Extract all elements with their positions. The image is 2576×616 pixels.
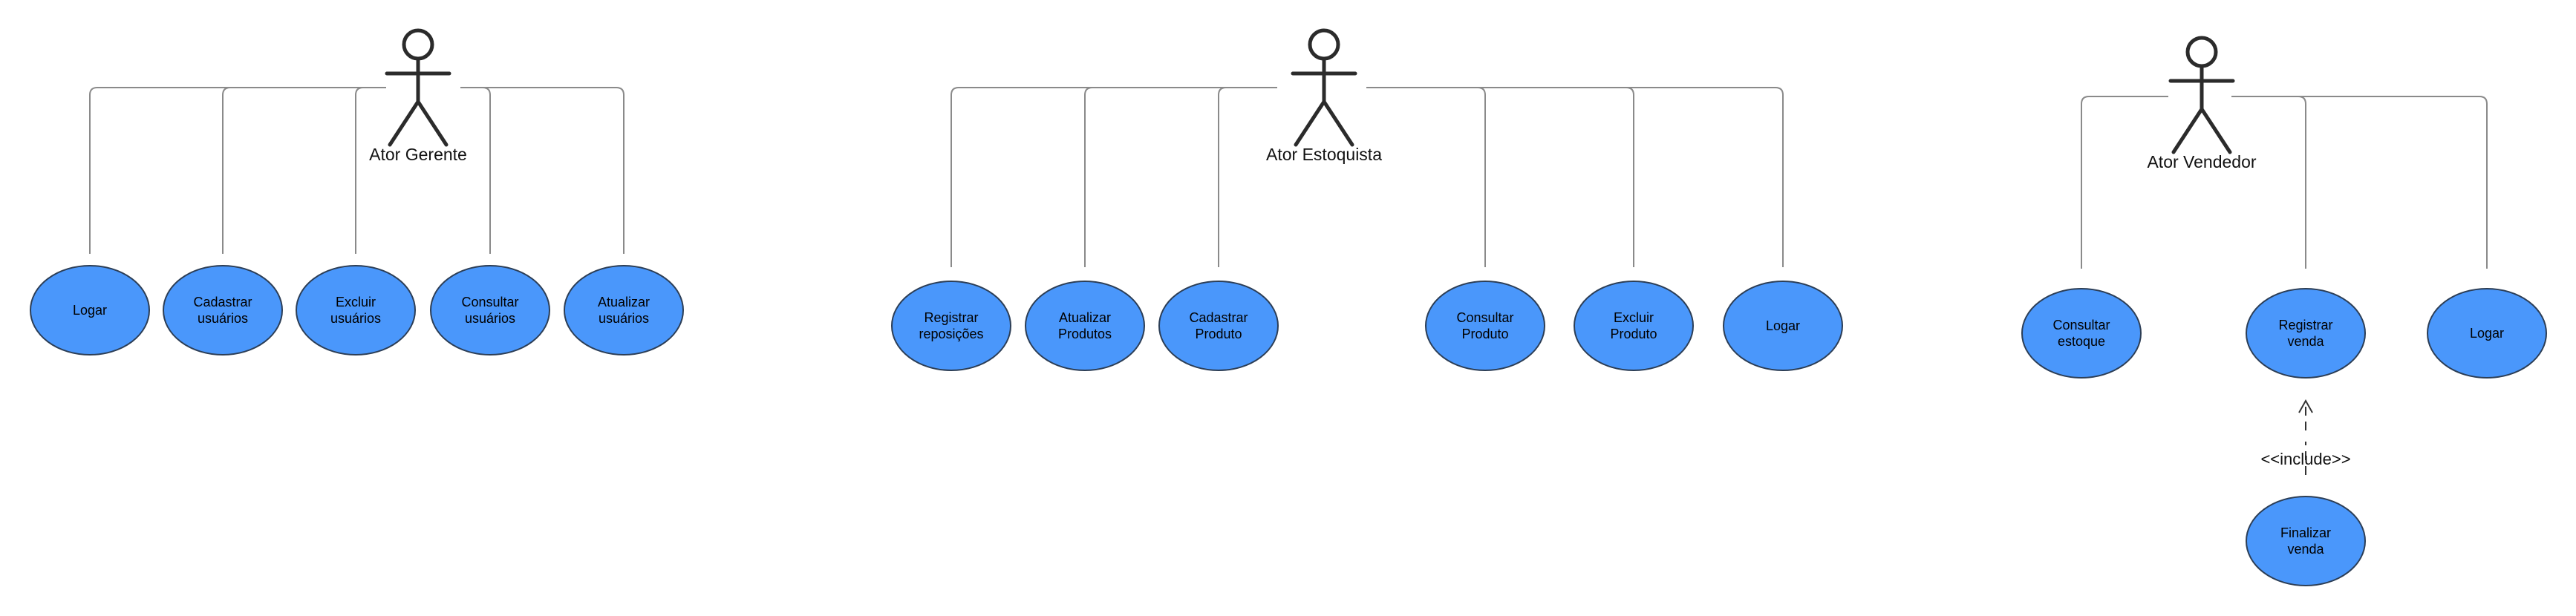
use-case-ellipse xyxy=(1723,281,1843,371)
association-line xyxy=(460,87,491,254)
stick-figure-icon xyxy=(385,28,451,147)
association-line xyxy=(2231,96,2488,269)
use-case-excluir-usuarios[interactable]: Excluir usuários xyxy=(296,265,416,355)
use-case-label: Produto xyxy=(1461,327,1508,341)
include-label: <<include>> xyxy=(2260,450,2350,468)
use-case-ellipse xyxy=(1574,281,1694,371)
use-case-label: Atualizar xyxy=(1059,310,1111,325)
use-case-atualizar-usuarios[interactable]: Atualizar usuários xyxy=(564,265,684,355)
use-cases: LogarCadastrarusuáriosExcluirusuáriosCon… xyxy=(30,265,2547,586)
use-case-label: usuários xyxy=(465,311,515,326)
use-case-label: Cadastrar xyxy=(1189,310,1248,325)
use-case-label: Logar xyxy=(73,303,107,318)
actor-label: Ator Vendedor xyxy=(2147,152,2256,171)
use-case-label: Produto xyxy=(1195,327,1242,341)
use-case-ellipse xyxy=(2246,496,2366,586)
use-case-registrar-venda[interactable]: Registrar venda xyxy=(2246,288,2366,379)
use-case-label: Produto xyxy=(1610,327,1657,341)
association-line xyxy=(1218,87,1277,267)
association-line xyxy=(1084,87,1277,267)
use-case-label: Atualizar xyxy=(598,295,650,309)
association-line xyxy=(1366,87,1634,267)
use-case-label: usuários xyxy=(198,311,248,326)
use-case-label: reposições xyxy=(919,327,983,341)
use-case-label: Cadastrar xyxy=(193,295,252,309)
use-case-ellipse xyxy=(296,265,416,355)
use-case-ellipse xyxy=(2021,288,2142,379)
use-case-label: usuários xyxy=(330,311,381,326)
association-line xyxy=(1366,87,1486,267)
association-line xyxy=(222,87,386,254)
use-case-label: Excluir xyxy=(336,295,376,309)
actor-label: Ator Gerente xyxy=(369,145,467,164)
actors: Ator Gerente Ator Estoquista Ator Vendedor xyxy=(369,28,2257,171)
use-case-ellipse xyxy=(1025,281,1145,371)
use-case-ellipse xyxy=(891,281,1011,371)
use-case-ellipse xyxy=(1425,281,1545,371)
include-relationship: <<include>> xyxy=(2260,399,2351,475)
open-arrowhead-icon xyxy=(2298,399,2313,413)
use-case-label: venda xyxy=(2287,334,2324,349)
include-arrow: <<include>> xyxy=(2260,399,2351,475)
use-case-label: Logar xyxy=(1766,318,1800,333)
use-case-ellipse xyxy=(1158,281,1279,371)
use-case-label: estoque xyxy=(2058,334,2105,349)
use-case-ellipse xyxy=(163,265,283,355)
association-line xyxy=(460,87,625,254)
association-line xyxy=(950,87,1277,267)
use-case-label: Logar xyxy=(2470,326,2504,341)
use-case-ellipse xyxy=(2246,288,2366,379)
stick-figure-icon xyxy=(2168,36,2235,154)
use-case-ellipse xyxy=(2427,288,2547,379)
use-case-label: Excluir xyxy=(1614,310,1654,325)
use-case-label: Consultar xyxy=(461,295,518,309)
use-case-ellipse xyxy=(430,265,550,355)
use-case-cadastrar-usuarios[interactable]: Cadastrar usuários xyxy=(163,265,283,355)
association-line xyxy=(2081,96,2168,269)
actor-ator-gerente[interactable]: Ator Gerente xyxy=(369,28,467,164)
use-case-finalizar-venda[interactable]: Finalizar venda xyxy=(2246,496,2366,586)
use-case-consultar-usuarios[interactable]: Consultar usuários xyxy=(430,265,550,355)
association-line xyxy=(355,87,386,254)
use-case-consultar-estoque[interactable]: Consultar estoque xyxy=(2021,288,2142,379)
association-line xyxy=(2231,96,2306,269)
association-line xyxy=(89,87,386,254)
actor-ator-estoquista[interactable]: Ator Estoquista xyxy=(1266,28,1382,164)
use-case-label: Registrar xyxy=(924,310,978,325)
use-case-label: Consultar xyxy=(2052,318,2110,332)
use-case-label: usuários xyxy=(599,311,649,326)
use-case-label: venda xyxy=(2287,542,2324,557)
association-lines xyxy=(89,87,2488,269)
use-case-logar[interactable]: Logar xyxy=(30,265,150,355)
use-case-logar[interactable]: Logar xyxy=(1723,281,1843,371)
use-case-registrar-reposicoes[interactable]: Registrar reposições xyxy=(891,281,1011,371)
association-line xyxy=(1366,87,1784,267)
actor-ator-vendedor[interactable]: Ator Vendedor xyxy=(2147,36,2257,171)
use-case-logar[interactable]: Logar xyxy=(2427,288,2547,379)
use-case-label: Produtos xyxy=(1058,327,1112,341)
use-case-label: Finalizar xyxy=(2280,525,2331,540)
stick-figure-icon xyxy=(1291,28,1357,147)
actor-label: Ator Estoquista xyxy=(1266,145,1382,164)
use-case-ellipse xyxy=(564,265,684,355)
use-case-ellipse xyxy=(30,265,150,355)
use-case-label: Registrar xyxy=(2278,318,2332,332)
use-case-label: Consultar xyxy=(1456,310,1513,325)
